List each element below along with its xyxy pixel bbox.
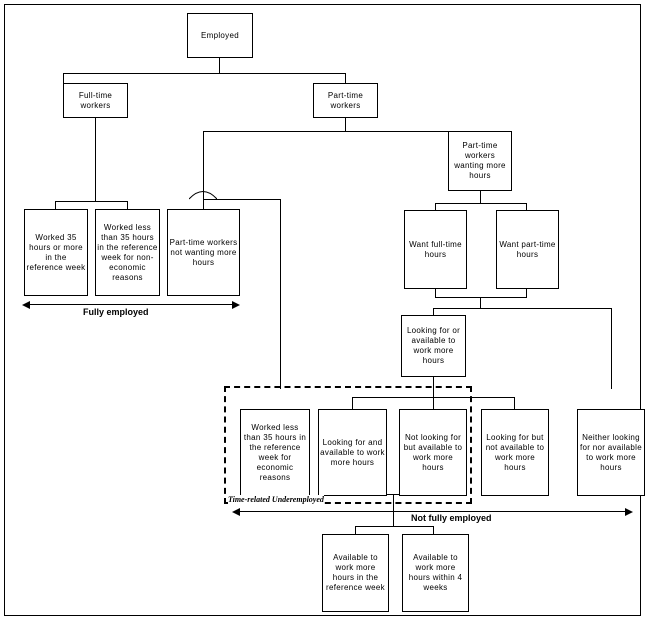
- connector-want-pt-down: [526, 289, 527, 297]
- node-not-looking-but-available[interactable]: Not looking for but available to work mo…: [399, 409, 467, 496]
- connector-to-worked35: [55, 201, 56, 209]
- connector-lookingavail-split: [433, 308, 611, 309]
- not-fully-employed-arrow-line: [238, 511, 628, 512]
- node-part-time-wanting-more-label: Part-time workers wanting more hours: [454, 141, 506, 180]
- connector-to-looking-and-available: [352, 397, 353, 409]
- node-part-time-workers[interactable]: Part-time workers: [313, 83, 378, 118]
- node-looking-and-available[interactable]: Looking for and available to work more h…: [318, 409, 387, 496]
- not-fully-employed-label: Not fully employed: [411, 513, 492, 523]
- node-looking-and-available-label: Looking for and available to work more h…: [320, 437, 385, 467]
- connector-want-merge-down: [480, 297, 481, 308]
- connector-to-part-time: [345, 73, 346, 83]
- time-related-underemployed-group: [224, 386, 472, 504]
- node-worked-less-economic-label: Worked less than 35 hours in the referen…: [243, 422, 307, 482]
- connector-to-available-refweek: [355, 526, 356, 534]
- node-available-within-4-weeks[interactable]: Available to work more hours within 4 we…: [402, 534, 469, 612]
- time-related-underemployed-label: Time-related Underemployed: [228, 495, 324, 504]
- node-worked-35-or-more-label: Worked 35 hours or more in the reference…: [26, 232, 86, 272]
- connector-employed-split: [63, 73, 346, 74]
- node-looking-but-not-available[interactable]: Looking for but not available to work mo…: [481, 409, 549, 496]
- fully-employed-arrow-right: [232, 301, 240, 309]
- node-want-full-time-hours[interactable]: Want full-time hours: [404, 210, 467, 289]
- fully-employed-arrow-left: [22, 301, 30, 309]
- node-looking-but-not-available-label: Looking for but not available to work mo…: [485, 432, 545, 472]
- connector-to-want-ft: [435, 203, 436, 210]
- connector-fulltime-split: [55, 201, 128, 202]
- node-full-time-workers-label: Full-time workers: [78, 90, 113, 110]
- node-want-part-time-hours-label: Want part-time hours: [499, 239, 556, 259]
- node-part-time-not-wanting-label: Part-time workers not wanting more hours: [169, 237, 238, 267]
- connector-to-looking-but-not-available: [514, 397, 515, 409]
- node-worked-less-noneconomic-label: Worked less than 35 hours in the referen…: [97, 222, 158, 282]
- connector-to-available-4weeks: [433, 526, 434, 534]
- connector-employed-down: [219, 58, 220, 73]
- connector-want-ft-down: [435, 289, 436, 297]
- node-full-time-workers[interactable]: Full-time workers: [63, 83, 128, 118]
- node-employed[interactable]: Employed: [187, 13, 253, 58]
- node-worked-less-noneconomic[interactable]: Worked less than 35 hours in the referen…: [95, 209, 160, 296]
- not-fully-employed-arrow-left: [232, 508, 240, 516]
- connector-ptwanting-down: [480, 191, 481, 203]
- connector-to-neither: [611, 308, 612, 389]
- node-neither-looking-nor-available[interactable]: Neither looking for nor available to wor…: [577, 409, 645, 496]
- node-available-reference-week-label: Available to work more hours in the refe…: [326, 553, 385, 592]
- connector-available-split: [355, 526, 433, 527]
- connector-parttime-down: [345, 118, 346, 131]
- connector-not-wanting-branch: [203, 199, 280, 200]
- connector-not-wanting-right-drop: [280, 199, 281, 389]
- node-available-reference-week[interactable]: Available to work more hours in the refe…: [322, 534, 389, 612]
- line-hop-arc: [189, 186, 217, 200]
- connector-parttime-split: [203, 131, 506, 132]
- node-part-time-workers-label: Part-time workers: [327, 90, 364, 110]
- not-fully-employed-arrow-right: [625, 508, 633, 516]
- node-not-looking-but-available-label: Not looking for but available to work mo…: [403, 432, 463, 472]
- node-looking-or-available-label: Looking for or available to work more ho…: [406, 326, 461, 365]
- connector-want-merge: [435, 297, 527, 298]
- node-employed-label: Employed: [201, 30, 239, 40]
- node-want-full-time-hours-label: Want full-time hours: [409, 239, 462, 259]
- connector-to-not-looking-but-available: [433, 397, 434, 409]
- node-part-time-not-wanting[interactable]: Part-time workers not wanting more hours: [167, 209, 240, 296]
- connector-parttime-left-leg: [203, 131, 204, 193]
- node-worked-35-or-more[interactable]: Worked 35 hours or more in the reference…: [24, 209, 88, 296]
- connector-available-merge-down: [393, 494, 394, 526]
- node-available-within-4-weeks-label: Available to work more hours within 4 we…: [408, 553, 463, 592]
- connector-to-workedless-noneco: [127, 201, 128, 209]
- connector-left-leg-lower: [203, 193, 204, 209]
- connector-fulltime-down: [95, 118, 96, 201]
- connector-lookingavail-down: [433, 377, 434, 407]
- connector-to-full-time: [63, 73, 64, 83]
- fully-employed-arrow-line: [27, 304, 235, 305]
- diagram-frame: [4, 4, 641, 616]
- node-part-time-wanting-more[interactable]: Part-time workers wanting more hours: [448, 131, 512, 191]
- fully-employed-label: Fully employed: [83, 307, 149, 317]
- connector-ptwanting-split: [435, 203, 526, 204]
- node-worked-less-economic[interactable]: Worked less than 35 hours in the referen…: [240, 409, 310, 496]
- node-want-part-time-hours[interactable]: Want part-time hours: [496, 210, 559, 289]
- node-looking-or-available[interactable]: Looking for or available to work more ho…: [401, 315, 466, 377]
- connector-to-want-pt: [526, 203, 527, 210]
- node-neither-looking-nor-available-label: Neither looking for nor available to wor…: [579, 432, 643, 472]
- connector-to-lookingavail: [433, 308, 434, 315]
